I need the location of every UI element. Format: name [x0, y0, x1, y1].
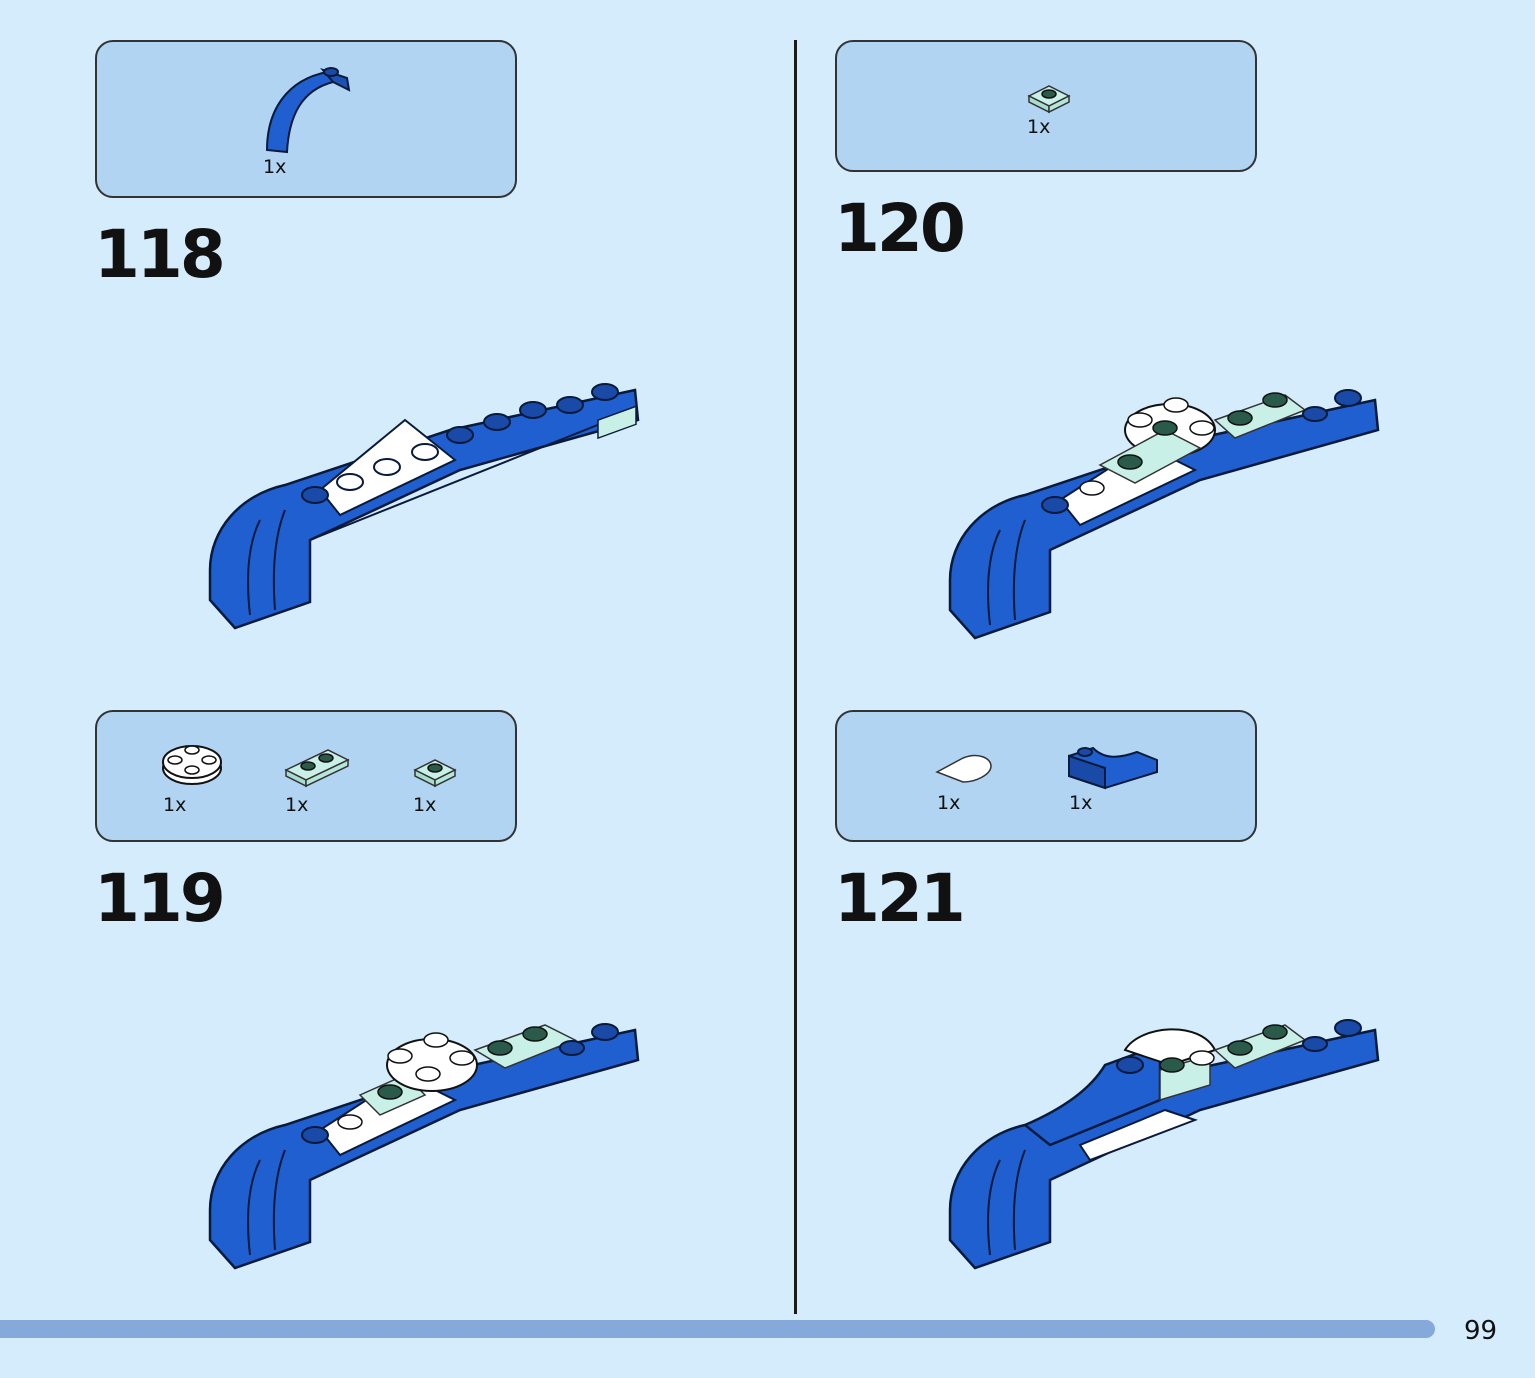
part-qty: 1x — [163, 794, 187, 816]
blue-curved-slope-2x2-icon — [1068, 746, 1158, 790]
part-qty: 1x — [263, 156, 287, 178]
part-qty: 1x — [413, 794, 437, 816]
trans-light-blue-plate-1x1-icon — [413, 759, 457, 788]
parts-box-118: 1x — [95, 40, 517, 198]
page-number: 99 — [1464, 1316, 1498, 1346]
part-qty: 1x — [937, 792, 961, 814]
trans-light-blue-plate-1x1-icon — [1027, 85, 1071, 114]
blue-curved-slope-icon — [265, 67, 351, 154]
step-number-119: 119 — [94, 860, 226, 937]
model-step-121 — [948, 1019, 1380, 1270]
part-qty: 1x — [285, 794, 309, 816]
white-quarter-round-tile-icon — [935, 754, 992, 783]
part-qty: 1x — [1027, 116, 1051, 138]
step-number-121: 121 — [834, 860, 966, 937]
parts-box-120: 1x — [835, 40, 1257, 172]
model-step-120 — [948, 389, 1380, 640]
trans-light-blue-plate-1x2-icon — [284, 749, 350, 788]
step-number-120: 120 — [834, 190, 966, 267]
model-step-118 — [208, 383, 640, 630]
parts-box-119: 1x 1x 1x — [95, 710, 517, 842]
progress-bar — [0, 1320, 1435, 1338]
column-divider — [794, 40, 797, 1314]
part-qty: 1x — [1069, 792, 1093, 814]
model-step-119 — [208, 1023, 640, 1270]
step-number-118: 118 — [94, 216, 226, 293]
white-round-plate-icon — [162, 745, 222, 785]
parts-box-121: 1x 1x — [835, 710, 1257, 842]
